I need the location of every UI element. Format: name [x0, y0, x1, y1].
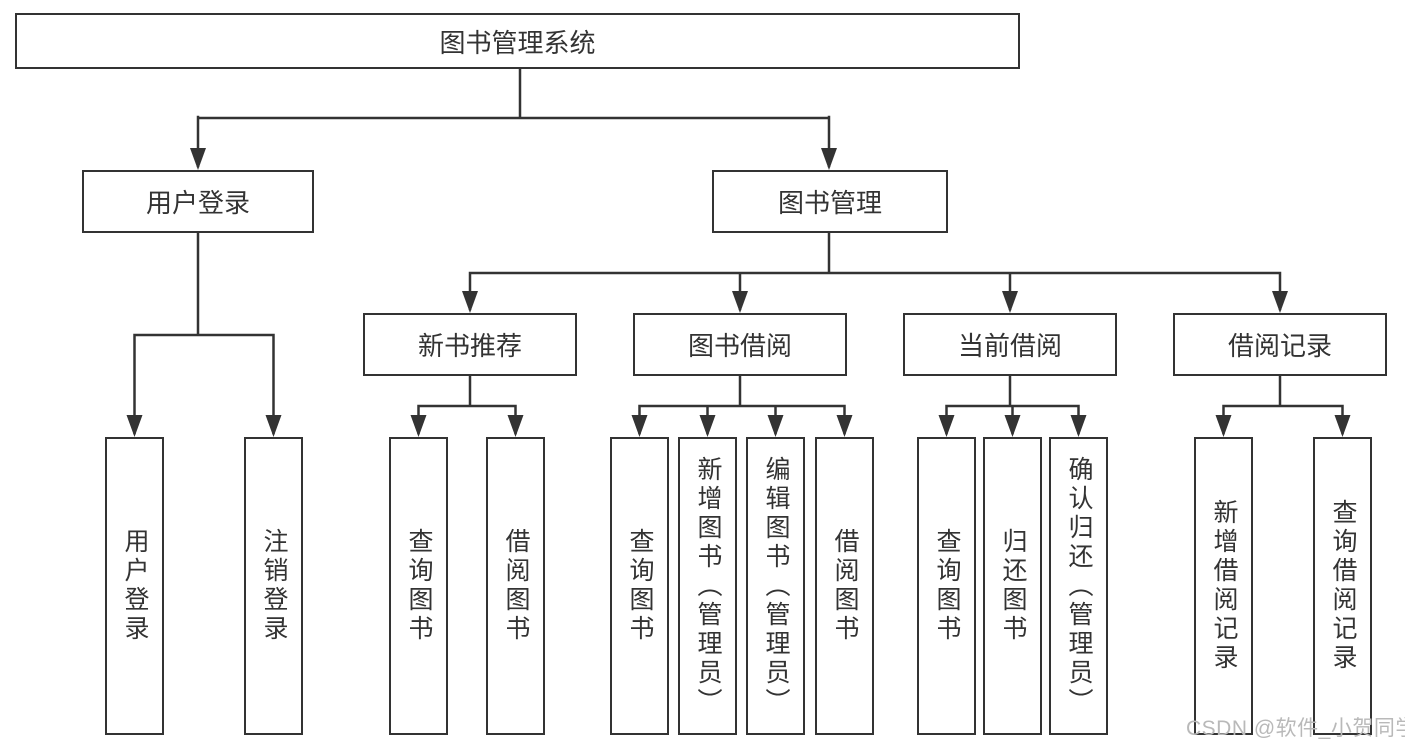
arrowhead-icon [938, 415, 955, 437]
branch-lines [468, 229, 1282, 311]
arrowhead-icon [462, 291, 478, 313]
connector-current-borrow [938, 372, 1087, 437]
node-book-borrow: 图书借阅 [633, 313, 847, 376]
leaf-bb-add-books-admin: 新增图书（管理员） [678, 437, 737, 735]
connector-new-book-recommend [410, 372, 524, 437]
connector-borrow-records [1215, 372, 1351, 437]
branch-lines [1222, 372, 1344, 435]
node-label: 归还图书 [999, 528, 1027, 644]
leaf-bb-edit-books-admin: 编辑图书（管理员） [746, 437, 805, 735]
node-label: 新增借阅记录 [1210, 499, 1238, 673]
arrowhead-icon [410, 415, 427, 437]
leaf-bb-query-books: 查询图书 [610, 437, 669, 735]
arrowhead-icon [821, 148, 837, 170]
arrowhead-icon [1272, 291, 1288, 313]
branch-lines [196, 66, 831, 168]
node-label: 当前借阅 [957, 331, 1062, 361]
connector-book-borrow [631, 372, 853, 437]
connector-root [190, 66, 837, 170]
branch-lines [417, 372, 517, 435]
arrowhead-icon [1070, 415, 1087, 437]
node-label: 借阅图书 [831, 528, 859, 644]
leaf-user-login: 用户登录 [105, 437, 164, 735]
node-label: 确认归还（管理员） [1065, 455, 1093, 717]
node-label: 用户登录 [121, 528, 149, 644]
node-label: 借阅记录 [1227, 331, 1332, 361]
node-label: 用户登录 [145, 188, 250, 218]
leaf-cb-query-books: 查询图书 [917, 437, 976, 735]
leaf-logout: 注销登录 [244, 437, 303, 735]
node-borrow-records: 借阅记录 [1173, 313, 1387, 376]
connector-book-management [462, 229, 1288, 313]
arrowhead-icon [126, 415, 143, 437]
connector-user-login [126, 229, 282, 437]
leaf-cb-return-books: 归还图书 [983, 437, 1042, 735]
leaf-bb-borrow-books: 借阅图书 [815, 437, 874, 735]
leaf-nbr-borrow-books: 借阅图书 [486, 437, 545, 735]
arrowhead-icon [265, 415, 282, 437]
leaf-nbr-query-books: 查询图书 [389, 437, 448, 735]
leaf-br-query-record: 查询借阅记录 [1313, 437, 1372, 735]
arrowhead-icon [631, 415, 648, 437]
csdn-watermark: CSDN @软件_小贺同学 [1186, 717, 1405, 740]
node-label: 查询借阅记录 [1329, 499, 1357, 673]
node-root: 图书管理系统 [15, 13, 1020, 69]
node-label: 新书推荐 [417, 331, 522, 361]
arrowhead-icon [732, 291, 748, 313]
node-label: 图书管理系统 [439, 27, 596, 58]
leaf-br-add-record: 新增借阅记录 [1194, 437, 1253, 735]
branch-lines [638, 372, 846, 435]
node-current-borrow: 当前借阅 [903, 313, 1117, 376]
leaf-cb-confirm-return-admin: 确认归还（管理员） [1049, 437, 1108, 735]
arrowhead-icon [699, 415, 716, 437]
node-label: 查询图书 [626, 528, 654, 644]
arrowhead-icon [767, 415, 784, 437]
arrowhead-icon [507, 415, 524, 437]
node-user-login: 用户登录 [82, 170, 314, 233]
arrowhead-icon [1002, 291, 1018, 313]
arrowhead-icon [1334, 415, 1351, 437]
node-label: 图书借阅 [687, 331, 792, 361]
node-new-book-recommend: 新书推荐 [363, 313, 577, 376]
node-label: 借阅图书 [502, 528, 530, 644]
branch-lines [133, 229, 275, 435]
node-label: 注销登录 [260, 528, 288, 644]
arrowhead-icon [1215, 415, 1232, 437]
arrowhead-icon [190, 148, 206, 170]
arrowhead-icon [1004, 415, 1021, 437]
node-label: 查询图书 [933, 528, 961, 644]
node-label: 新增图书（管理员） [694, 455, 722, 717]
arrowhead-icon [836, 415, 853, 437]
node-book-management: 图书管理 [712, 170, 948, 233]
node-label: 图书管理 [777, 188, 882, 218]
node-label: 查询图书 [405, 528, 433, 644]
node-label: 编辑图书（管理员） [762, 455, 790, 717]
